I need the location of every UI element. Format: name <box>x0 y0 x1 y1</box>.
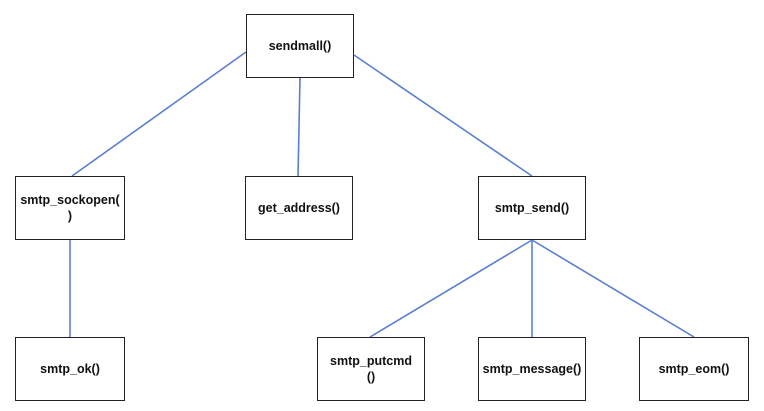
edge-sendmail-send <box>353 54 533 177</box>
node-get-address: get_address() <box>245 176 353 240</box>
node-smtp-send: smtp_send() <box>478 176 586 240</box>
node-smtp-putcmd-label: smtp_putcmd () <box>330 354 412 384</box>
edge-sendmail-sockopen <box>71 51 247 177</box>
node-smtp-ok: smtp_ok() <box>15 337 125 401</box>
node-smtp-message-label: smtp_message() <box>482 362 582 376</box>
node-smtp-eom-label: smtp_eom() <box>658 362 730 376</box>
node-sendmail: sendmall() <box>246 14 354 78</box>
edge-sendmail-get-address <box>297 77 301 177</box>
node-smtp-send-label: smtp_send() <box>494 201 570 215</box>
node-smtp-sockopen: smtp_sockopen( ) <box>15 176 125 240</box>
node-smtp-sockopen-label: smtp_sockopen( ) <box>20 193 120 223</box>
node-smtp-eom: smtp_eom() <box>639 337 749 401</box>
node-smtp-message: smtp_message() <box>478 337 586 401</box>
node-get-address-label: get_address() <box>258 201 340 215</box>
node-smtp-putcmd: smtp_putcmd () <box>317 337 425 401</box>
node-sendmail-label: sendmall() <box>268 39 332 53</box>
edge-send-putcmd <box>369 239 533 338</box>
node-smtp-ok-label: smtp_ok() <box>40 362 100 376</box>
edge-send-eom <box>531 239 695 338</box>
